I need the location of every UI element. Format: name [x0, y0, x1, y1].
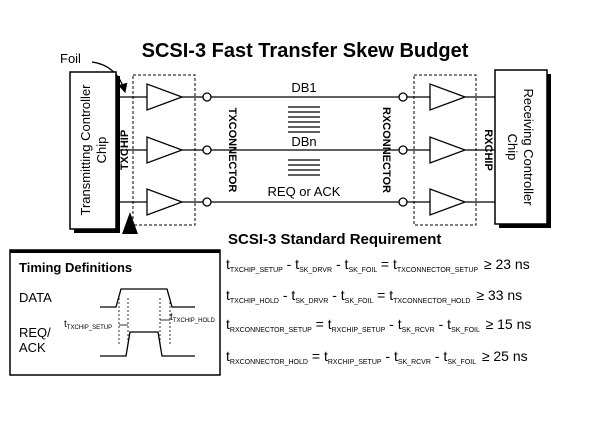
timing-definitions-box	[9, 249, 221, 376]
requirement-equation: tTXCHIP_SETUP - tSK_DRVR - tSK_FOIL = tT…	[226, 256, 530, 274]
timing-req-label-1: REQ/	[19, 325, 51, 340]
svg-text:Receiving Controller: Receiving Controller	[521, 88, 536, 206]
requirement-equation: tTXCHIP_HOLD - tSK_DRVR - tSK_FOIL = tTX…	[226, 287, 522, 305]
requirement-title: SCSI-3 Standard Requirement	[228, 231, 441, 248]
receiving-chip-label: Receiving Controller Chip	[505, 88, 536, 206]
signal-line-req-ack	[116, 188, 495, 216]
timing-definitions-title: Timing Definitions	[19, 260, 132, 275]
req-ack-waveform	[100, 331, 195, 357]
db1-label: DB1	[291, 80, 316, 95]
foil-arrow	[91, 61, 128, 94]
receiving-chip-box	[494, 69, 548, 225]
req-ack-label: REQ or ACK	[268, 184, 341, 199]
diagram-title: SCSI-3 Fast Transfer Skew Budget	[142, 40, 469, 62]
svg-text:Chip: Chip	[505, 134, 520, 161]
foil-label: Foil	[60, 51, 81, 66]
dbn-label: DBn	[291, 134, 316, 149]
signal-line-db1	[116, 83, 495, 111]
timing-data-label: DATA	[19, 290, 52, 305]
requirement-equation: tRXCONNECTOR_SETUP = tRXCHIP_SETUP - tSK…	[226, 316, 531, 334]
hold-time-label: tTXCHIP_HOLD	[170, 312, 215, 324]
bus-lines-lower	[288, 159, 320, 176]
requirement-equations: tTXCHIP_SETUP - tSK_DRVR - tSK_FOIL = tT…	[226, 256, 531, 366]
setup-time-label: tTXCHIP_SETUP	[64, 319, 112, 331]
transmitting-chip-box	[69, 71, 117, 230]
timing-req-label-2: ACK	[19, 340, 46, 355]
signal-line-dbn	[116, 136, 495, 164]
requirement-equation: tRXCONNECTOR_HOLD = tRXCHIP_SETUP - tSK_…	[226, 348, 528, 366]
svg-text:Chip: Chip	[94, 137, 109, 164]
bus-lines-upper	[288, 106, 320, 133]
timing-callout-pointer	[122, 212, 138, 234]
svg-text:Transmitting Controller: Transmitting Controller	[78, 84, 93, 216]
transmitting-chip-label: Transmitting Controller Chip	[78, 84, 109, 216]
data-waveform	[100, 288, 195, 308]
